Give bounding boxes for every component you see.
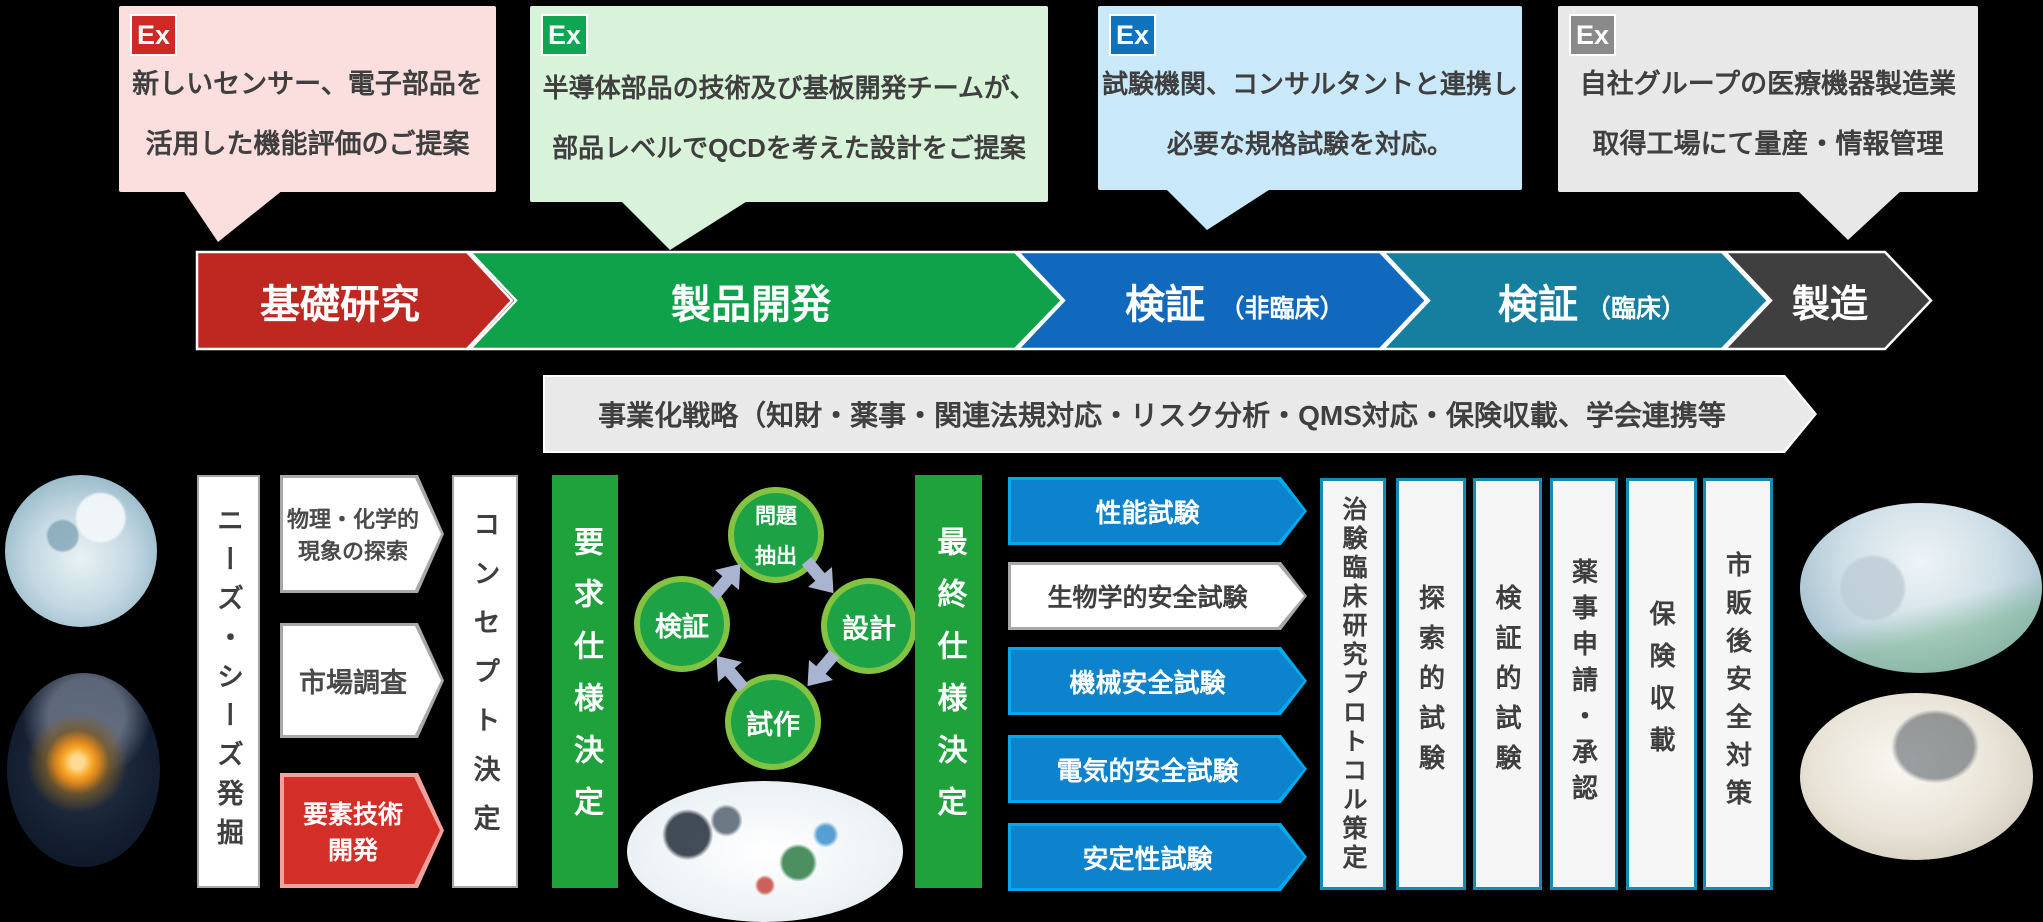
ex-badge-gray: Ex xyxy=(1569,14,1616,56)
stage-shape-nonclinical xyxy=(1015,250,1428,351)
callout-line: 必要な規格試験を対応。 xyxy=(1166,129,1453,159)
callout-product-development: Ex 半導体部品の技術及び基板開発チームが、 部品レベルでQCDを考えた設計をご… xyxy=(530,6,1048,250)
callout-body xyxy=(1098,6,1522,190)
item-line: 物理・化学的 xyxy=(286,507,419,532)
stage-label: 製品開発 xyxy=(671,283,832,327)
callout-tail xyxy=(620,200,749,250)
physics-chemistry-item: 物理・化学的 現象の探索 xyxy=(280,475,444,593)
market-research-item: 市場調査 xyxy=(280,623,444,738)
callout-line: 新しいセンサー、電子部品を xyxy=(132,69,483,99)
stage-sublabel: （臨床） xyxy=(1586,294,1686,323)
column-label: 治験臨床研究プロトコル策定 xyxy=(1339,495,1367,873)
cycle-label: 検証 xyxy=(655,611,709,642)
column-label: 探索的試験 xyxy=(1415,584,1446,784)
callout-body xyxy=(1558,6,1978,192)
stage-shape-manufacturing xyxy=(1722,250,1933,351)
item-line: 要素技術 xyxy=(302,800,403,829)
cycle-label-line: 抽出 xyxy=(755,545,797,568)
column-regulatory-approval: 薬事申請・承認 xyxy=(1550,478,1618,890)
ex-badge-blue: Ex xyxy=(1109,14,1156,56)
column-label: 保険収載 xyxy=(1646,600,1676,768)
callout-tail xyxy=(1797,190,1902,240)
column-label: 検証的試験 xyxy=(1492,584,1522,784)
cycle-verification: 検証 xyxy=(634,576,730,672)
ex-badge-red: Ex xyxy=(130,14,177,56)
column-insurance-listing: 保険収載 xyxy=(1626,478,1697,890)
column-clinical-protocol: 治験臨床研究プロトコル策定 xyxy=(1320,478,1386,890)
cycle-label: 試作 xyxy=(746,709,800,740)
callout-line: 自社グループの医療機器製造業 xyxy=(1579,69,1957,99)
column-label: 薬事申請・承認 xyxy=(1568,558,1599,810)
column-postmarket-safety: 市販後安全対策 xyxy=(1703,478,1773,890)
callout-manufacturing: Ex 自社グループの医療機器製造業 取得工場にて量産・情報管理 xyxy=(1558,6,1978,240)
column-label: 市販後安全対策 xyxy=(1722,551,1753,817)
stage-label: 製造 xyxy=(1792,284,1868,326)
test-banner-mechanical: 機械安全試験 xyxy=(1008,647,1307,715)
request-spec-label: 要求仕様決定 xyxy=(569,525,602,838)
cycle-label: 設計 xyxy=(842,613,896,644)
item-line: 開発 xyxy=(327,836,378,865)
test-banner-stability: 安定性試験 xyxy=(1008,823,1307,891)
test-label: 性能試験 xyxy=(1095,497,1200,528)
callout-line: 活用した機能評価のご提案 xyxy=(145,129,470,159)
callout-nonclinical-validation: Ex 試験機関、コンサルタントと連携し 必要な規格試験を対応。 xyxy=(1098,6,1522,230)
test-banner-biological: 生物学的安全試験 xyxy=(1008,562,1307,630)
concept-decision-label: コンセプト決定 xyxy=(469,510,500,853)
stage-label: 検証 xyxy=(1498,283,1578,327)
strategy-banner-label: 事業化戦略（知財・薬事・関連法規対応・リスク分析・QMS対応・保険収載、学会連携… xyxy=(598,400,1726,431)
callout-body xyxy=(530,6,1048,202)
test-label: 電気的安全試験 xyxy=(1056,755,1239,786)
callout-line: 半導体部品の技術及び基板開発チームが、 xyxy=(542,73,1036,103)
ex-badge-green: Ex xyxy=(541,14,588,56)
request-spec-box: 要求仕様決定 xyxy=(552,475,618,888)
item-line: 市場調査 xyxy=(299,668,407,698)
cycle-label-line: 問題 xyxy=(755,505,797,528)
cycle-prototype: 試作 xyxy=(725,674,821,770)
stage-shape-basic-research xyxy=(195,250,514,351)
final-spec-box: 最終仕様決定 xyxy=(915,475,982,888)
stage-flow-arrows: 基礎研究 製品開発 検証 （非臨床） 検証 （臨床） 製造 xyxy=(195,250,1933,351)
callout-basic-research: Ex 新しいセンサー、電子部品を 活用した機能評価のご提案 xyxy=(119,6,496,242)
electronics-workbench-photo xyxy=(627,781,903,922)
callout-body xyxy=(119,6,496,192)
test-label: 機械安全試験 xyxy=(1069,667,1226,698)
stage-shape-product-development xyxy=(467,250,1064,351)
concept-decision-box: コンセプト決定 xyxy=(452,475,518,888)
callout-line: 試験機関、コンサルタントと連携し xyxy=(1101,69,1518,99)
needs-seeds-label: ニーズ・シーズ発掘 xyxy=(213,506,243,857)
column-confirmatory-trial: 検証的試験 xyxy=(1473,478,1542,890)
callout-tail xyxy=(183,190,283,242)
callout-tail xyxy=(1165,188,1272,230)
test-label: 生物学的安全試験 xyxy=(1047,584,1248,612)
test-banner-electrical: 電気的安全試験 xyxy=(1008,735,1307,803)
item-line: 現象の探索 xyxy=(297,539,408,564)
production-line-photo xyxy=(1800,503,2042,673)
lightbulb-idea-photo xyxy=(7,673,160,867)
cycle-problem-extraction: 問題 抽出 xyxy=(728,487,824,583)
stage-label: 検証 xyxy=(1125,283,1205,327)
element-technology-item: 要素技術 開発 xyxy=(280,773,444,888)
researcher-photo xyxy=(5,475,157,627)
medical-device-photo xyxy=(1800,693,2033,860)
column-exploratory-trial: 探索的試験 xyxy=(1396,478,1466,890)
final-spec-label: 最終仕様決定 xyxy=(932,525,966,838)
callout-line: 部品レベルでQCDを考えた設計をご提案 xyxy=(552,133,1026,163)
test-label: 安定性試験 xyxy=(1082,843,1213,874)
needs-seeds-box: ニーズ・シーズ発掘 xyxy=(197,475,260,888)
test-banner-performance: 性能試験 xyxy=(1008,477,1307,545)
cycle-design: 設計 xyxy=(821,578,917,674)
stage-sublabel: （非臨床） xyxy=(1219,294,1344,323)
callout-line: 取得工場にて量産・情報管理 xyxy=(1592,129,1944,159)
stage-shape-clinical xyxy=(1380,250,1770,351)
stage-label: 基礎研究 xyxy=(260,283,420,327)
strategy-banner: 事業化戦略（知財・薬事・関連法規対応・リスク分析・QMS対応・保険収載、学会連携… xyxy=(543,375,1817,453)
